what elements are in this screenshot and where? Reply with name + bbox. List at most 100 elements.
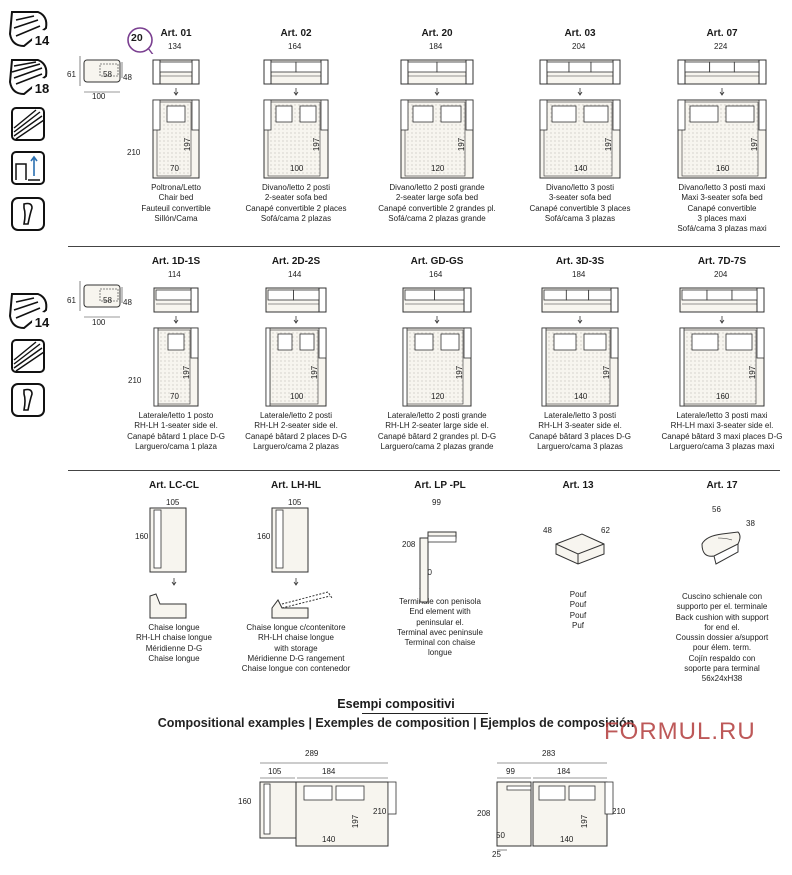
description-line: pour élem. term. <box>692 643 752 653</box>
mattress-width: 160 <box>716 164 730 173</box>
description-line: Canapé bâtard 3 places D-G <box>529 431 631 441</box>
side-view-row1 <box>79 56 123 93</box>
description-line: Cuscino schienale con <box>681 592 763 601</box>
description-line: Terminal con chaise <box>404 638 476 648</box>
cushion-width: 56 <box>712 505 721 514</box>
description-line: Terminal avec peninsule <box>397 627 483 637</box>
recline-icon <box>11 151 45 185</box>
description-line: 56x24xH38 <box>701 674 743 684</box>
description-line: Coussin dossier a/support <box>675 633 769 643</box>
description-line: RH-LH 2-seater large side el. <box>385 421 489 431</box>
ex2-mat: 140 <box>560 835 574 844</box>
overall-width: 164 <box>288 42 302 51</box>
description-line: Poltrona/Letto <box>151 183 201 192</box>
bed-length: 197 <box>457 137 467 152</box>
side-view-row2 <box>79 281 123 318</box>
overall-width: 224 <box>714 42 728 51</box>
ex1-len: 197 <box>351 814 361 829</box>
sofa-bed-drawing <box>541 287 619 407</box>
article-code: Art. 2D-2S <box>271 256 321 267</box>
description-line: Terminale con penisola <box>399 597 481 606</box>
comfort-14-icon: 14 <box>8 293 52 332</box>
description-line: Pouf <box>569 590 587 599</box>
description-line: Back cushion with support <box>675 612 769 622</box>
description-line: RH-LH chaise longue <box>135 633 213 643</box>
description-line: RH-LH maxi 3-seater side el. <box>670 421 774 431</box>
description-line: Sofá/cama 3 plazas <box>544 213 616 223</box>
description-line: Chaise longue c/contenitore <box>246 623 346 632</box>
storage-chaise-width: 105 <box>288 498 302 507</box>
ex1-side: 160 <box>238 797 252 806</box>
overall-width: 134 <box>168 42 182 51</box>
article-code: Art. 03 <box>564 28 596 39</box>
sofa-bed-drawing <box>402 287 472 407</box>
sofa-bed-drawing <box>153 287 199 407</box>
sofa-bed-drawing <box>263 59 329 179</box>
chaise-depth: 160 <box>135 532 149 541</box>
sofa-bed-drawing <box>400 59 474 179</box>
overall-width: 114 <box>168 270 181 279</box>
side-height-2: 61 <box>67 296 76 305</box>
side-seat: 48 <box>123 73 132 82</box>
article-code: Art. GD-GS <box>410 256 464 267</box>
cushion-height: 38 <box>746 519 755 528</box>
side-seat-2: 48 <box>123 298 132 307</box>
description-line: 2-seater large sofa bed <box>395 193 479 203</box>
description-line: Canapé convertible 3 places <box>529 203 631 213</box>
description-line: for end el. <box>704 622 740 632</box>
description-line: Larguero/cama 3 plazas <box>537 441 623 451</box>
description-line: Divano/letto 3 posti <box>545 183 615 192</box>
bed-length: 197 <box>750 137 760 152</box>
description-line: Laterale/letto 2 posti grande <box>387 411 487 420</box>
description-line: Laterale/letto 2 posti <box>259 411 333 420</box>
sofa-bed-drawing <box>152 59 200 179</box>
article-code: Art. 13 <box>562 480 594 491</box>
feature-icon-column-2: 14 <box>8 293 52 417</box>
description-line: with storage <box>274 643 318 653</box>
mattress-width: 70 <box>170 164 179 173</box>
description-line: Chaise longue con contenedor <box>241 664 351 674</box>
ex1-h: 210 <box>373 807 387 816</box>
overall-width: 204 <box>572 42 586 51</box>
article-code: Art. 07 <box>706 28 738 39</box>
description-line: Méridienne D-G <box>145 643 203 653</box>
armrest-icon <box>11 383 45 417</box>
article-code: Art. LC-CL <box>149 480 199 491</box>
ex2-total: 283 <box>542 749 556 758</box>
peninsula-width: 99 <box>432 498 441 507</box>
description-line: Larguero/cama 2 plazas <box>253 441 339 451</box>
description-line: Larguero/cama 2 plazas grande <box>380 441 494 451</box>
description-line: Larguero/cama 3 plazas maxi <box>669 441 775 451</box>
description-line: 2-seater sofa bed <box>264 193 328 203</box>
svg-text:14: 14 <box>35 315 50 330</box>
svg-text:14: 14 <box>35 33 50 48</box>
bed-length: 197 <box>602 365 612 380</box>
comfort-18-icon: 18 <box>8 59 52 98</box>
description-line: Méridienne D-G rangement <box>247 653 345 663</box>
description-line: supporto per el. terminale <box>676 602 768 612</box>
description-line: Larguero/cama 1 plaza <box>135 441 217 451</box>
description-line: Laterale/letto 1 posto <box>138 411 214 420</box>
mattress-width: 120 <box>431 164 445 173</box>
description-line: Chaise longue <box>148 623 200 632</box>
description-line: Divano/letto 2 posti <box>261 183 331 192</box>
accessory-drawings <box>0 496 792 641</box>
ex1-a: 105 <box>268 767 282 776</box>
description-line: Chaise longue <box>148 653 200 663</box>
description-line: RH-LH 3-seater side el. <box>538 421 622 431</box>
feature-icon-column: 14 18 <box>8 11 52 231</box>
description-line: RH-LH 2-seater side el. <box>254 421 338 431</box>
section-divider <box>68 470 780 471</box>
description-line: Pouf <box>569 610 587 620</box>
seat-height-badge <box>127 27 154 54</box>
description-line: Sofá/cama 2 plazas grande <box>388 213 486 223</box>
mattress-width: 120 <box>431 392 445 401</box>
bed-length: 197 <box>604 137 614 152</box>
ex1-total: 289 <box>305 749 319 758</box>
